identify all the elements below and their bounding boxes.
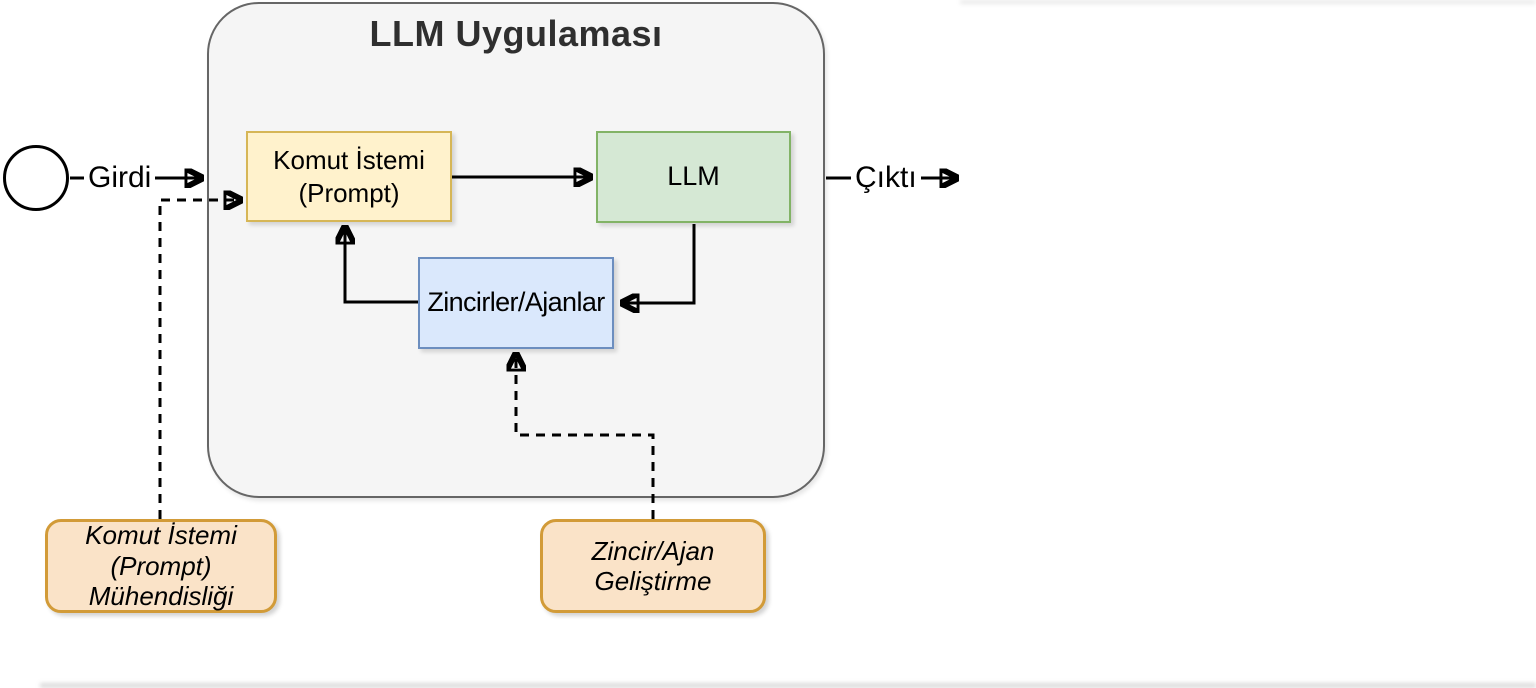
input-edge-label: Girdi — [84, 161, 156, 195]
container-title: LLM Uygulaması — [369, 13, 663, 54]
chains-agents-node: Zincirler/Ajanlar — [418, 257, 614, 349]
prompt-engineering-note: Komut İstemi (Prompt) Mühendisliği — [45, 519, 277, 613]
top-right-scan-artifact — [960, 0, 1536, 4]
llm-node: LLM — [596, 131, 791, 223]
output-edge-label: Çıktı — [851, 161, 921, 195]
start-node-circle — [3, 145, 69, 211]
prompt-node: Komut İstemi (Prompt) — [246, 131, 452, 222]
llm-application-container — [207, 2, 825, 498]
bottom-scan-artifact — [40, 683, 1536, 688]
chain-agent-development-note: Zincir/Ajan Geliştirme — [540, 519, 766, 613]
